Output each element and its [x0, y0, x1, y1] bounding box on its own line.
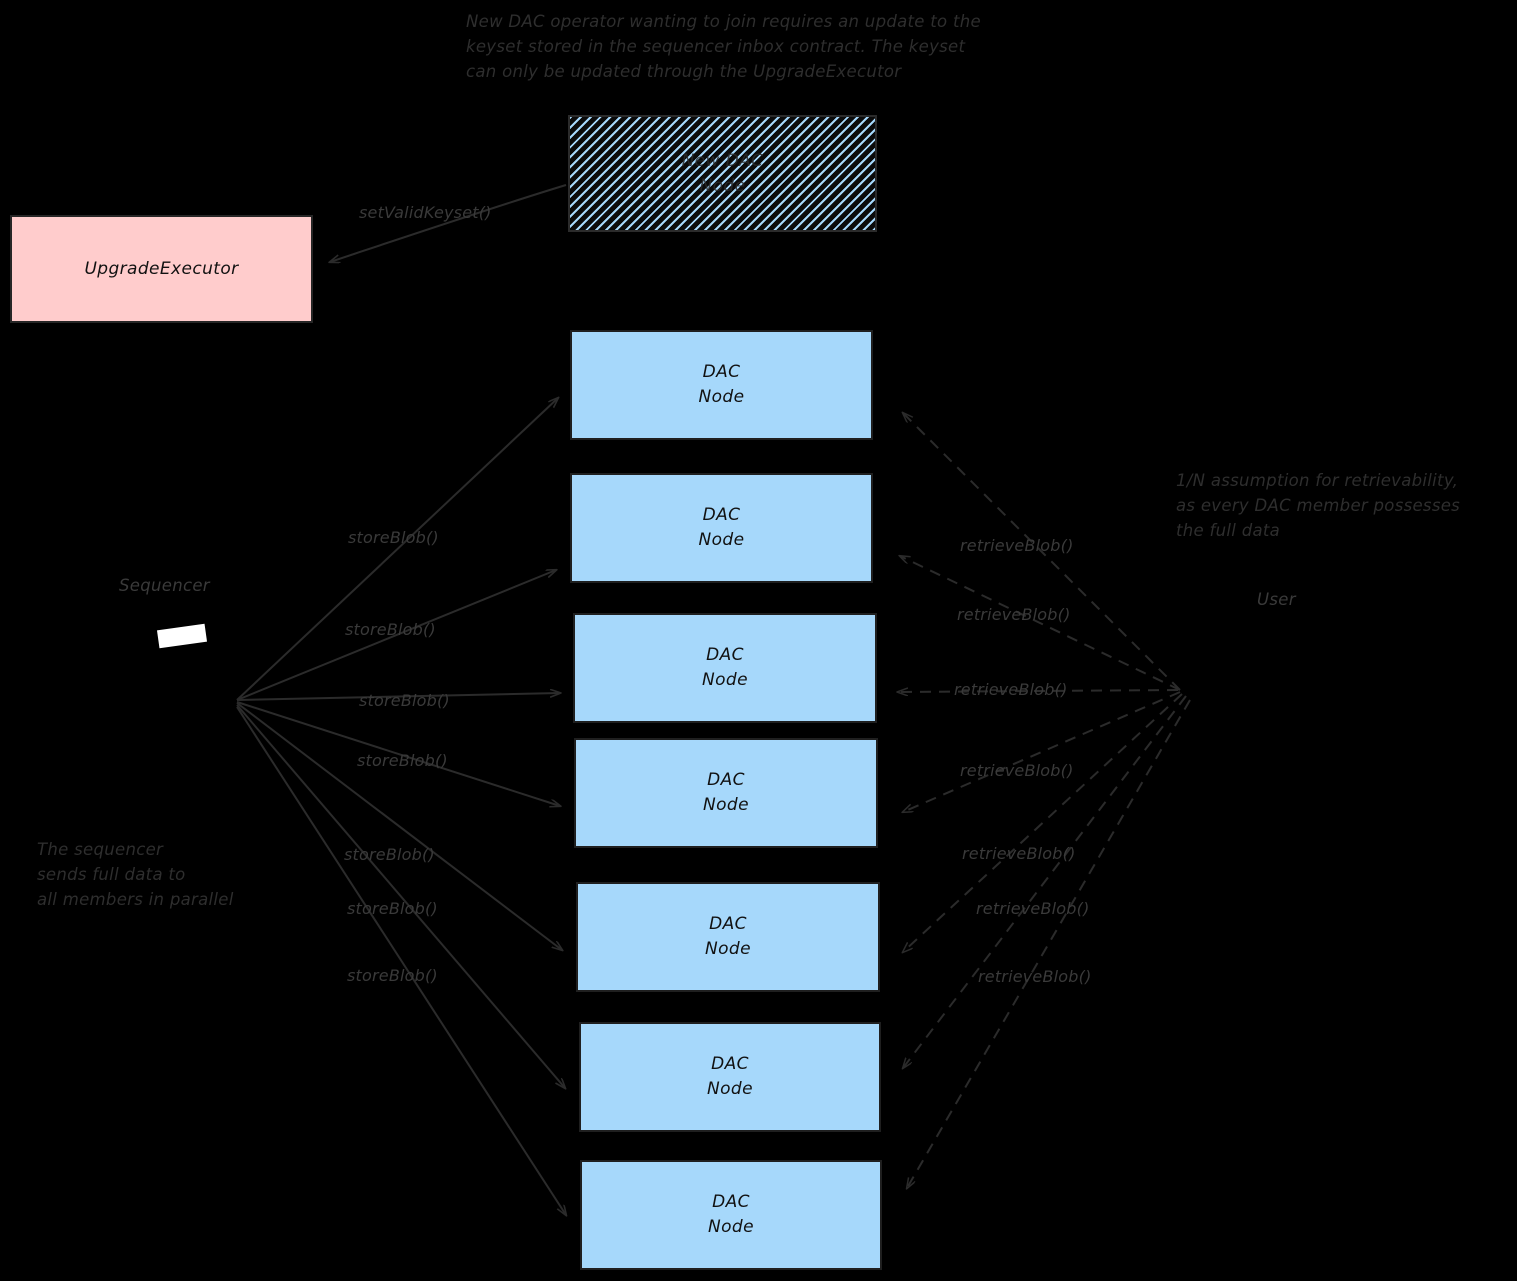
edge-label-store-blob-6: storeBlob() — [347, 899, 438, 918]
dac-node-label-1: DAC Node — [699, 360, 745, 409]
dac-node-line1: DAC — [712, 1192, 750, 1213]
edge-label-store-blob-5: storeBlob() — [344, 845, 435, 864]
edge-label-retrieve-blob-3: retrieveBlob() — [954, 680, 1068, 699]
dac-node-line1: DAC — [709, 914, 747, 935]
dac-node-box-1[interactable]: DAC Node — [570, 330, 873, 440]
dac-node-line2: Node — [705, 939, 751, 959]
edge-set-valid-keyset — [330, 184, 567, 262]
sequencer-label: Sequencer — [119, 576, 210, 595]
dac-node-line1: DAC — [707, 770, 745, 791]
dac-node-box-4[interactable]: DAC Node — [574, 738, 878, 848]
dac-node-label-2: DAC Node — [699, 503, 745, 552]
dac-node-box-7[interactable]: DAC Node — [580, 1160, 882, 1270]
edge-label-store-blob-7: storeBlob() — [347, 966, 438, 985]
edge-label-retrieve-blob-2: retrieveBlob() — [957, 605, 1071, 624]
edge-label-store-blob-2: storeBlob() — [345, 620, 436, 639]
new-dac-node-label-line2: Node — [699, 175, 746, 196]
dac-node-line1: DAC — [706, 645, 744, 666]
dac-node-line2: Node — [698, 530, 745, 550]
dac-node-label-6: DAC Node — [707, 1052, 753, 1101]
dac-node-line2: Node — [703, 795, 749, 815]
edge-label-retrieve-blob-7: retrieveBlob() — [978, 967, 1092, 986]
new-dac-node-label-line1: New DAC — [681, 150, 764, 171]
dac-node-line1: DAC — [702, 362, 741, 383]
dac-node-line2: Node — [698, 387, 745, 407]
edge-label-retrieve-blob-6: retrieveBlob() — [976, 899, 1090, 918]
annotation-retrievability-note: 1/N assumption for retrievability, as ev… — [1176, 471, 1461, 540]
edge-label-retrieve-blob-4: retrieveBlob() — [960, 761, 1074, 780]
new-dac-node-box[interactable]: New DAC Node — [568, 115, 877, 232]
edge-label-retrieve-blob-5: retrieveBlob() — [962, 844, 1076, 863]
dac-node-box-2[interactable]: DAC Node — [570, 473, 873, 583]
dac-node-box-5[interactable]: DAC Node — [576, 882, 880, 992]
user-label: User — [1257, 590, 1296, 609]
edge-group-retrieve-blob — [898, 413, 1191, 1188]
dac-node-label-5: DAC Node — [705, 912, 751, 961]
edge-label-set-valid-keyset: setValidKeyset() — [359, 203, 492, 222]
annotation-top-note: New DAC operator wanting to join require… — [466, 12, 981, 81]
annotation-sequencer-note: The sequencer sends full data to all mem… — [37, 840, 234, 909]
dac-node-line1: DAC — [702, 505, 741, 526]
dac-node-line1: DAC — [711, 1054, 749, 1075]
dac-node-line2: Node — [707, 1079, 753, 1099]
sequencer-glyph[interactable] — [156, 623, 208, 649]
upgrade-executor-box[interactable]: UpgradeExecutor — [10, 215, 313, 323]
edge-label-retrieve-blob-1: retrieveBlob() — [960, 536, 1074, 555]
dac-node-line2: Node — [708, 1217, 754, 1237]
dac-node-line2: Node — [702, 670, 748, 690]
dac-node-box-6[interactable]: DAC Node — [579, 1022, 881, 1132]
dac-node-label-4: DAC Node — [703, 768, 749, 817]
upgrade-executor-label: UpgradeExecutor — [84, 259, 239, 279]
edge-label-store-blob-4: storeBlob() — [357, 751, 448, 770]
dac-node-box-3[interactable]: DAC Node — [573, 613, 877, 723]
edge-label-store-blob-1: storeBlob() — [348, 528, 439, 547]
edge-group-store-blob — [236, 398, 566, 1215]
edge-label-store-blob-3: storeBlob() — [359, 691, 450, 710]
new-dac-node-label: New DAC Node — [682, 149, 764, 198]
dac-node-label-7: DAC Node — [708, 1190, 754, 1239]
dac-node-label-3: DAC Node — [702, 643, 748, 692]
